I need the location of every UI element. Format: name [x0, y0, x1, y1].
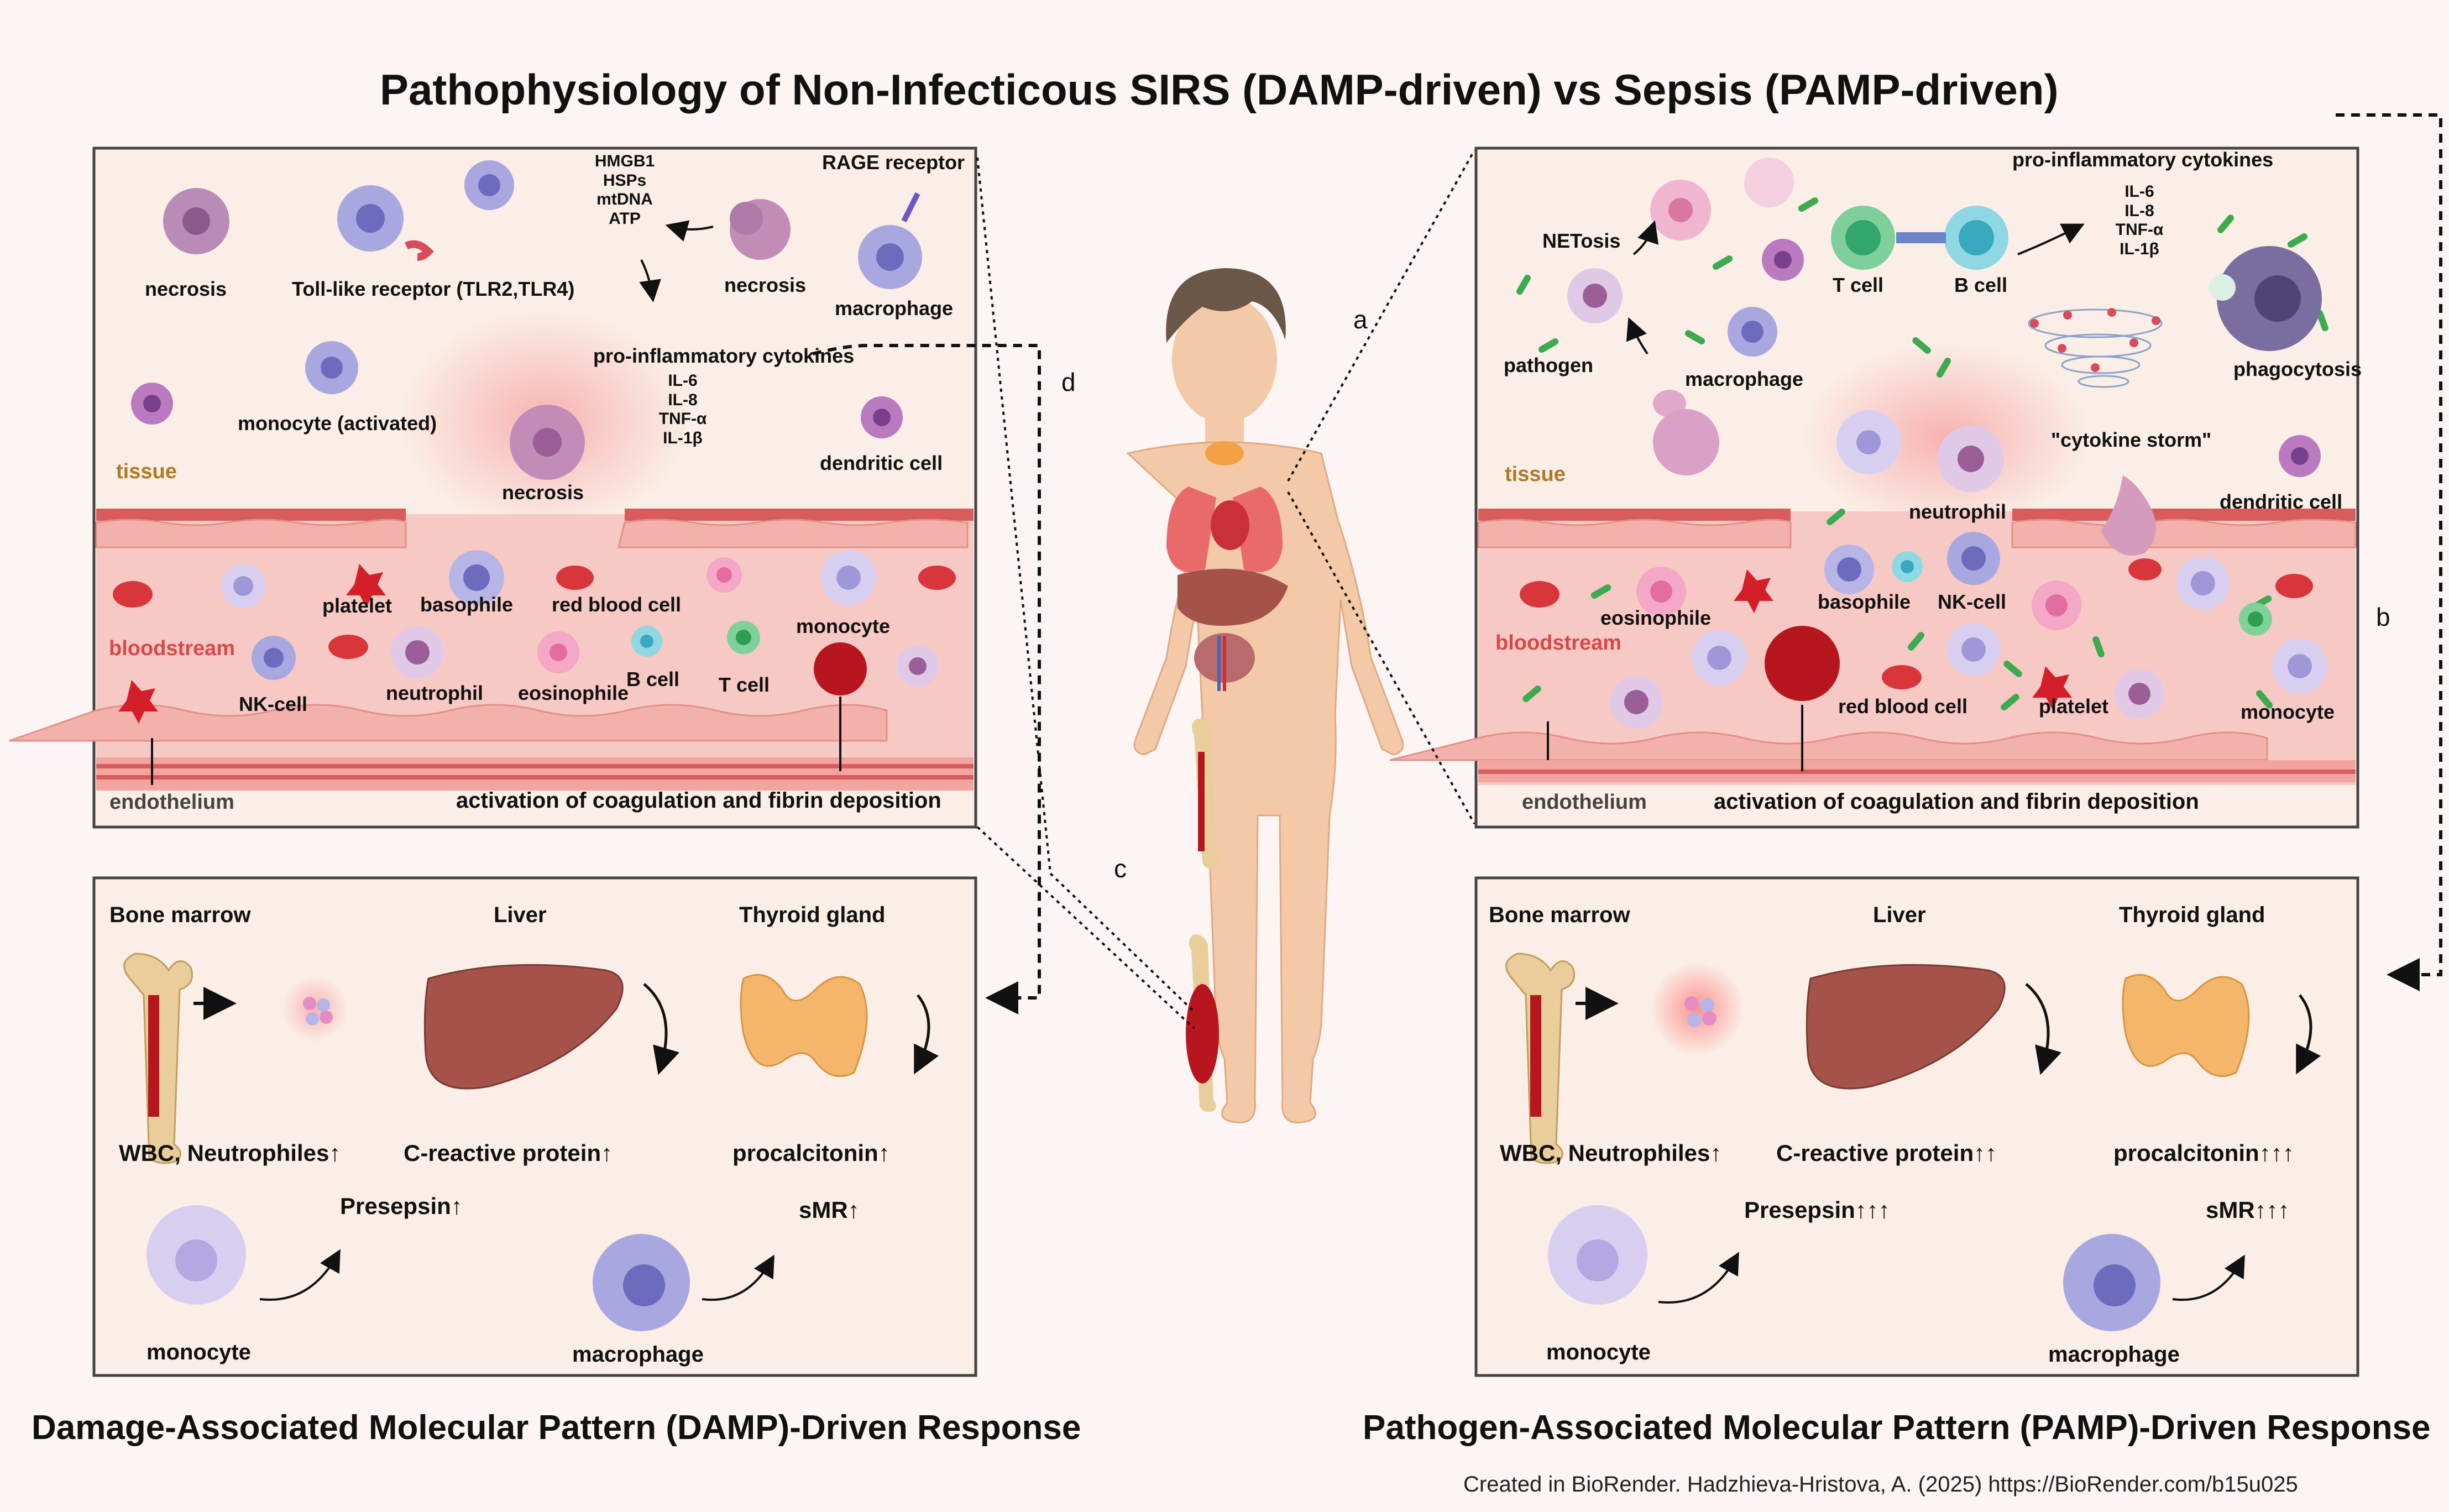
label-nk: NK-cell [239, 693, 308, 715]
credit-line: Created in BioRender. Hadzhieva-Hristova… [1463, 1472, 2298, 1497]
pamp-value-wbc: WBC, Neutrophiles↑ [1500, 1140, 1722, 1166]
damp-value-smr: sMR↑ [799, 1197, 860, 1223]
pamp-label-tissue: tissue [1505, 463, 1566, 486]
pamp-label-macrophage: macrophage [2048, 1342, 2180, 1367]
pamp-value-presepsin: Presepsin↑↑↑ [1744, 1197, 1890, 1223]
pamp-label-basophile: basophile [1818, 590, 1911, 613]
pamp-label-pathogen: pathogen [1504, 354, 1593, 376]
label-tissue: tissue [116, 460, 177, 483]
label-dendritic: dendritic cell [820, 452, 943, 474]
pamp-label-storm: "cytokine storm" [2051, 428, 2212, 451]
damp-value-pct: procalcitonin↑ [732, 1140, 890, 1166]
pamp-value-crp: C-reactive protein↑↑ [1776, 1140, 1997, 1166]
damp-organ-panel [92, 876, 977, 1377]
pamp-organ-panel [1474, 876, 2359, 1377]
label-basophile: basophile [420, 593, 514, 616]
pamp-label-nk: NK-cell [1938, 590, 2007, 613]
pamp-cytokine-il1b: IL-1β [2120, 239, 2159, 258]
page-title: Pathophysiology of Non-Infecticous SIRS … [380, 65, 2059, 114]
connector-lines [812, 113, 2442, 1029]
pamp-label-bcell: B cell [1954, 274, 2008, 296]
damp-value-crp: C-reactive protein↑ [404, 1140, 613, 1166]
damp-cytokine-list: IL-6 IL-8 TNF-α IL-1β [650, 372, 716, 448]
damp-tissue-panel [9, 147, 977, 829]
label-monocyte-activated: monocyte (activated) [238, 412, 437, 435]
pamp-label-monocyte: monocyte [1546, 1340, 1651, 1364]
label-neutrophil: neutrophil [386, 682, 483, 704]
footer-right: Pathogen-Associated Molecular Pattern (P… [1363, 1409, 2431, 1447]
cytokine-il1b: IL-1β [663, 428, 703, 447]
pamp-cytokine-il8: IL-8 [2124, 201, 2154, 220]
damp-value-presepsin: Presepsin↑ [340, 1193, 463, 1219]
letter-b: b [2376, 603, 2390, 631]
damp-hsps: HSPs [603, 171, 647, 190]
label-macrophage: macrophage [835, 297, 954, 320]
pamp-label-macrophage: macrophage [1685, 368, 1804, 390]
damp-label-thyroid: Thyroid gland [739, 903, 886, 927]
pamp-cytokine-tnf: TNF-α [2115, 221, 2164, 239]
pamp-tissue-panel [1389, 147, 2359, 829]
damp-label-macrophage: macrophage [572, 1342, 704, 1367]
cytokine-tnf: TNF-α [658, 410, 707, 428]
label-platelet: platelet [322, 594, 393, 617]
pamp-label-thyroid: Thyroid gland [2119, 903, 2265, 927]
letter-a: a [1353, 305, 1368, 334]
pamp-label-bloodstream: bloodstream [1495, 631, 1622, 655]
pamp-label-eosinophile: eosinophile [1600, 606, 1712, 629]
pamp-value-smr: sMR↑↑↑ [2206, 1197, 2290, 1223]
human-body [1126, 268, 1404, 1123]
label-eosinophile: eosinophile [518, 682, 629, 704]
damp-mtdna: mtDNA [596, 190, 653, 208]
damp-molecules: HMGB1 HSPs mtDNA ATP [592, 152, 658, 228]
letter-d: d [1061, 368, 1076, 396]
label-tlr: Toll-like receptor (TLR2,TLR4) [292, 278, 575, 300]
pamp-label-coagulation: activation of coagulation and fibrin dep… [1714, 789, 2199, 814]
pamp-label-cytokines-title: pro-inflammatory cytokines [2012, 148, 2274, 171]
pamp-cytokine-list: IL-6 IL-8 TNF-α IL-1β [2106, 182, 2173, 259]
cytokine-il6: IL-6 [668, 372, 698, 390]
label-cytokines-title: pro-inflammatory cytokines [593, 344, 855, 367]
damp-label-liver: Liver [494, 903, 547, 927]
pamp-label-dendritic: dendritic cell [2220, 490, 2343, 513]
pamp-label-endothelium: endothelium [1522, 791, 1647, 814]
label-monocyte: monocyte [796, 615, 891, 637]
damp-label-monocyte: monocyte [146, 1340, 251, 1364]
pamp-value-pct: procalcitonin↑↑↑ [2113, 1140, 2294, 1166]
damp-hmgb1: HMGB1 [594, 152, 655, 170]
letter-c: c [1114, 854, 1127, 883]
damp-atp: ATP [609, 209, 641, 228]
label-tcell: T cell [719, 673, 770, 696]
label-rage: RAGE receptor [822, 151, 965, 174]
pamp-label-platelet: platelet [2039, 695, 2109, 718]
pamp-label-neutrophil: neutrophil [1909, 500, 2006, 523]
label-coagulation: activation of coagulation and fibrin dep… [456, 788, 941, 813]
label-bloodstream: bloodstream [109, 637, 236, 660]
label-necrosis-2: necrosis [724, 274, 807, 296]
label-bcell: B cell [626, 668, 680, 690]
damp-label-bone-marrow: Bone marrow [109, 903, 251, 927]
label-necrosis-1: necrosis [145, 278, 227, 300]
footer-left: Damage-Associated Molecular Pattern (DAM… [32, 1409, 1081, 1447]
pamp-label-phagocytosis: phagocytosis [2233, 358, 2362, 380]
pamp-label-rbc: red blood cell [1838, 695, 1968, 718]
cytokine-il8: IL-8 [668, 390, 698, 409]
pamp-cytokine-il6: IL-6 [2124, 182, 2154, 201]
label-necrosis-3: necrosis [502, 481, 584, 504]
damp-value-wbc: WBC, Neutrophiles↑ [119, 1140, 341, 1166]
pamp-label-tcell: T cell [1833, 274, 1884, 296]
label-endothelium: endothelium [109, 791, 234, 814]
pamp-label-monocyte: monocyte [2241, 700, 2335, 723]
pamp-label-liver: Liver [1873, 903, 1926, 927]
pamp-label-netosis: NETosis [1542, 229, 1621, 252]
label-rbc: red blood cell [552, 593, 682, 616]
pamp-label-bone-marrow: Bone marrow [1489, 903, 1630, 927]
